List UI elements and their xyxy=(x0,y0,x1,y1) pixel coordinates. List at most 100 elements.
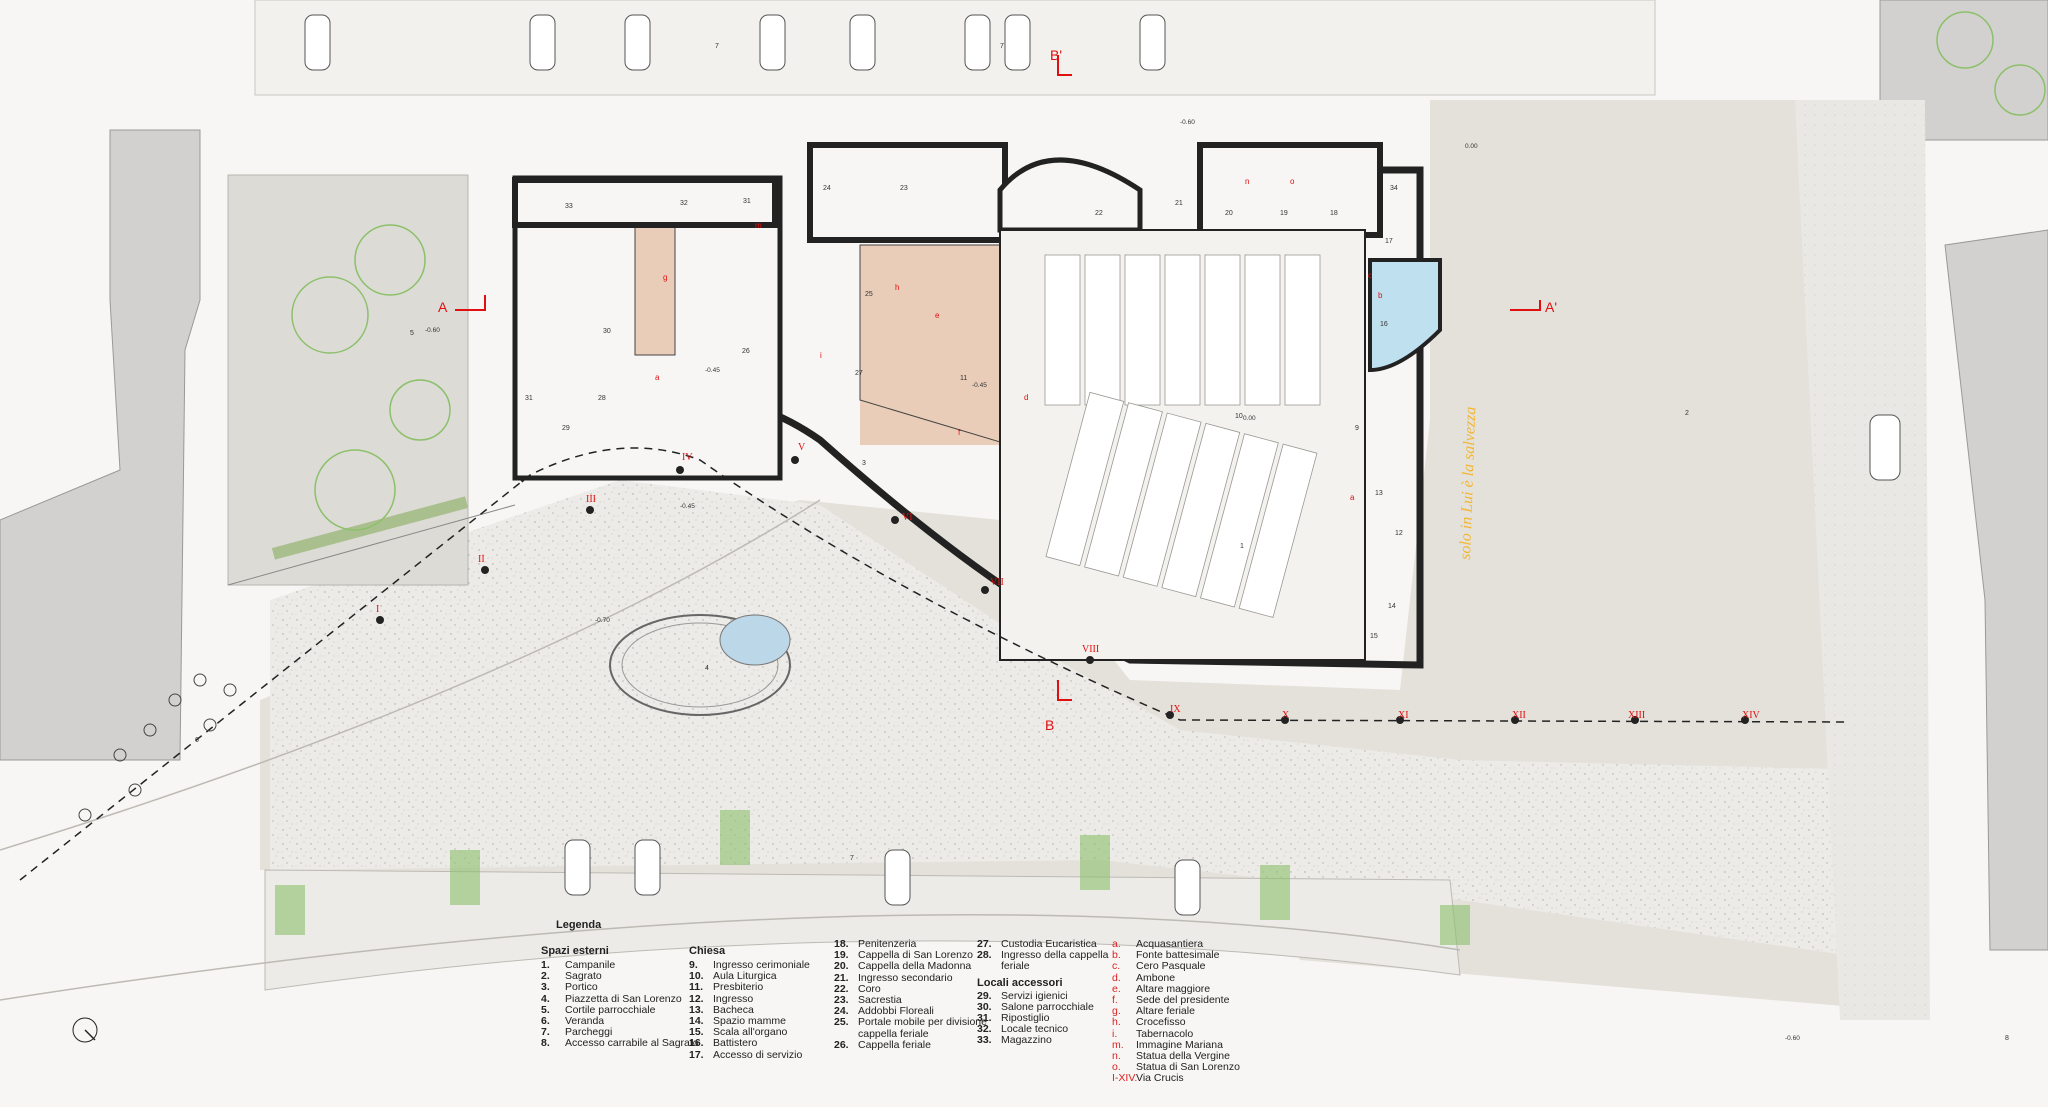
svg-text:a: a xyxy=(1350,493,1355,502)
legend-entry: 20.Cappella della Madonna xyxy=(834,961,987,972)
legend-entry-number: 13. xyxy=(689,1003,704,1016)
legend-entry-number: 22. xyxy=(834,982,849,995)
legend-entry-number: o. xyxy=(1112,1061,1121,1074)
legend-heading-chiesa: Chiesa xyxy=(689,945,726,957)
legend-entry: 30. Salone parrocchiale xyxy=(977,1000,1108,1013)
legend-entry-text: Ingresso secondario xyxy=(858,971,953,984)
svg-text:31: 31 xyxy=(525,395,533,402)
svg-text:b: b xyxy=(1378,291,1383,300)
legend-entry-text: cappella feriale xyxy=(858,1027,929,1040)
svg-text:4: 4 xyxy=(705,665,709,672)
svg-text:23: 23 xyxy=(900,185,908,192)
neighbor-building-left xyxy=(0,129,201,761)
legend-entry: cappella feriale xyxy=(834,1027,987,1040)
legend-entry-number: 23. xyxy=(834,994,849,1007)
legend-entry: 17.Accesso di servizio xyxy=(689,1049,810,1061)
svg-text:2: 2 xyxy=(1685,410,1689,417)
svg-text:-0.60: -0.60 xyxy=(425,327,440,334)
legend-entry: 15.Scala all'organo xyxy=(689,1027,810,1038)
legend-entry-number: 27. xyxy=(977,938,992,950)
svg-text:VIII: VIII xyxy=(1082,644,1099,655)
legend-entry: d.Ambone xyxy=(1112,972,1240,984)
legend-entry: 13.Bacheca xyxy=(689,1003,810,1016)
legend-entry-number: 7. xyxy=(541,1026,550,1039)
legend-entry-text: Altare maggiore xyxy=(1136,982,1211,995)
svg-text:24: 24 xyxy=(823,185,831,192)
section-label-b: B xyxy=(1045,717,1054,733)
legend-entry-number: 2. xyxy=(541,970,550,983)
legend-entry-text: Statua della Vergine xyxy=(1136,1050,1230,1063)
legend-entry-text: Portale mobile per divisione xyxy=(858,1016,987,1029)
svg-text:5: 5 xyxy=(410,330,414,337)
legend-entry: 7.Parcheggi xyxy=(541,1027,699,1038)
legend-entry: 16.Battistero xyxy=(689,1038,810,1049)
legend-entry-number: 1. xyxy=(541,959,550,971)
section-lines xyxy=(455,55,1541,701)
legend-entry: 9.Ingresso cerimoniale xyxy=(689,959,810,971)
svg-text:27: 27 xyxy=(855,370,863,377)
svg-text:h: h xyxy=(895,283,899,292)
svg-text:22: 22 xyxy=(1095,210,1103,217)
svg-text:16: 16 xyxy=(1380,321,1388,328)
legend-entry: c.Cero Pasquale xyxy=(1112,961,1240,972)
svg-text:34: 34 xyxy=(1390,185,1398,192)
service-block-top xyxy=(512,177,778,228)
hedge xyxy=(271,496,469,560)
legend-entry-text: Piazzetta di San Lorenzo xyxy=(565,992,682,1005)
svg-text:VI: VI xyxy=(902,512,913,523)
legend-entry: 2. Sagrato xyxy=(541,970,699,983)
legend-entry-text: Ingresso della cappella xyxy=(1001,949,1109,962)
svg-text:d: d xyxy=(1024,393,1028,402)
svg-text:8: 8 xyxy=(2005,1035,2009,1042)
svg-text:32: 32 xyxy=(680,200,688,207)
legend-entry: 29.Servizi igienici xyxy=(977,989,1108,1002)
legend-entry-number: 30. xyxy=(977,1000,992,1013)
legend-entry: n.Statua della Vergine xyxy=(1112,1050,1240,1063)
svg-text:e: e xyxy=(935,311,940,320)
svg-text:26: 26 xyxy=(742,348,750,355)
legend-entry: 26.Cappella feriale xyxy=(834,1039,987,1051)
svg-text:-0.60: -0.60 xyxy=(1785,1035,1800,1042)
legend-entry-number: I-XIV. xyxy=(1112,1072,1138,1085)
legend-entry: 19.Cappella di San Lorenzo xyxy=(834,949,987,962)
legend-entry-number: 8. xyxy=(541,1037,550,1050)
legend-entry-number: 19. xyxy=(834,949,849,962)
inscription: solo in Lui è la salvezza xyxy=(1457,406,1479,560)
svg-text:XIV: XIV xyxy=(1742,710,1761,721)
elevation-marks: -0.60 -0.60 -0.45 -0.45 -0.45 -0.70 0.00… xyxy=(425,119,1800,1042)
legend-entry: 33.Magazzino xyxy=(977,1035,1108,1046)
legend-entry: 6.Veranda xyxy=(541,1015,699,1027)
svg-text:VII: VII xyxy=(990,577,1004,588)
svg-text:II: II xyxy=(478,554,485,565)
legend-entry: 14.Spazio mamme xyxy=(689,1015,810,1027)
svg-text:i: i xyxy=(820,351,822,360)
legend-entry-text: Salone parrocchiale xyxy=(1001,1000,1094,1013)
legend-entry: 1.Campanile xyxy=(541,959,699,971)
legend-entry: 23.Sacrestia xyxy=(834,994,987,1007)
pews xyxy=(1044,254,1321,406)
legend-entry-number: 5. xyxy=(541,1003,550,1016)
legend-heading-esterni: Spazi esterni xyxy=(541,945,609,957)
legend-entry: 5. Cortile parrocchiale xyxy=(541,1003,699,1016)
svg-text:20: 20 xyxy=(1225,210,1233,217)
station-numerals: I II III IV V VI VII VIII IX X XI XII XI… xyxy=(376,442,1761,721)
legend-entry-number: 28. xyxy=(977,949,992,962)
svg-text:0.00: 0.00 xyxy=(1465,143,1478,150)
legend-entry: f.Sede del presidente xyxy=(1112,994,1240,1007)
legend-entry: 27.Custodia Eucaristica xyxy=(977,938,1108,950)
legend-entry-text: Sede del presidente xyxy=(1136,994,1230,1007)
legend-entry-text: Sagrato xyxy=(565,970,602,983)
legend-entry-text: Ingresso xyxy=(713,992,754,1005)
legend-entry-text: Fonte battesimale xyxy=(1136,949,1220,962)
legend-entry-number: 11. xyxy=(689,981,704,994)
legend-entry-text: Cortile parrocchiale xyxy=(565,1003,656,1016)
legend-entry-number: 29. xyxy=(977,989,992,1002)
svg-text:17: 17 xyxy=(1385,238,1393,245)
legend-entry: 8.Accesso carrabile al Sagrato xyxy=(541,1038,699,1049)
legend-entry-text: Cappella della Madonna xyxy=(858,960,972,973)
svg-text:28: 28 xyxy=(598,395,606,402)
svg-text:XII: XII xyxy=(1512,710,1526,721)
legend-entry: e.Altare maggiore xyxy=(1112,982,1240,995)
cappella-feriale xyxy=(634,224,676,356)
